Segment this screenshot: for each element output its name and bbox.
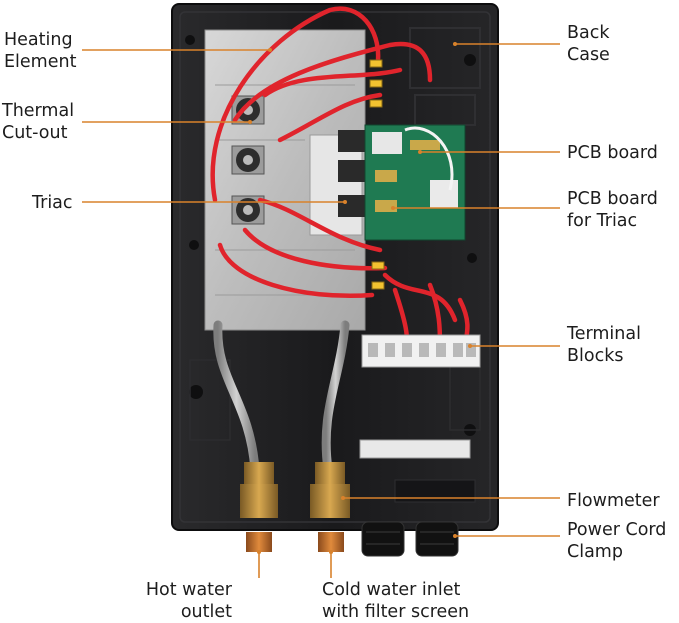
label-heating-element: Heating Element [4, 30, 77, 72]
flowmeter-module [359, 439, 471, 459]
cold-water-fitting [310, 462, 350, 552]
triac [338, 130, 366, 217]
red-wiring [210, 6, 470, 353]
pcb-board [364, 124, 466, 241]
leader-dots [248, 42, 472, 554]
label-pcb-board: PCB board [567, 143, 658, 163]
terminal-blocks [361, 334, 481, 368]
wire-lugs [369, 59, 385, 290]
label-hot-water-outlet: Hot water outlet [145, 580, 232, 622]
leader-lines [82, 43, 560, 578]
water-pipes [213, 320, 350, 475]
label-cold-water-inlet: Cold water inlet with filter screen [322, 580, 470, 622]
label-triac: Triac [32, 193, 73, 213]
thermal-cutout [231, 95, 265, 225]
label-back-case: Back Case [567, 23, 610, 65]
label-power-cord-clamp: Power Cord Clamp [567, 520, 667, 562]
label-pcb-board-triac: PCB board for Triac [567, 189, 658, 231]
hot-water-fitting [240, 462, 278, 552]
power-cord-clamp [361, 521, 459, 557]
label-terminal-blocks: Terminal Blocks [567, 324, 641, 366]
label-thermal-cutout: Thermal Cut-out [2, 101, 75, 143]
label-flowmeter: Flowmeter [567, 491, 660, 511]
